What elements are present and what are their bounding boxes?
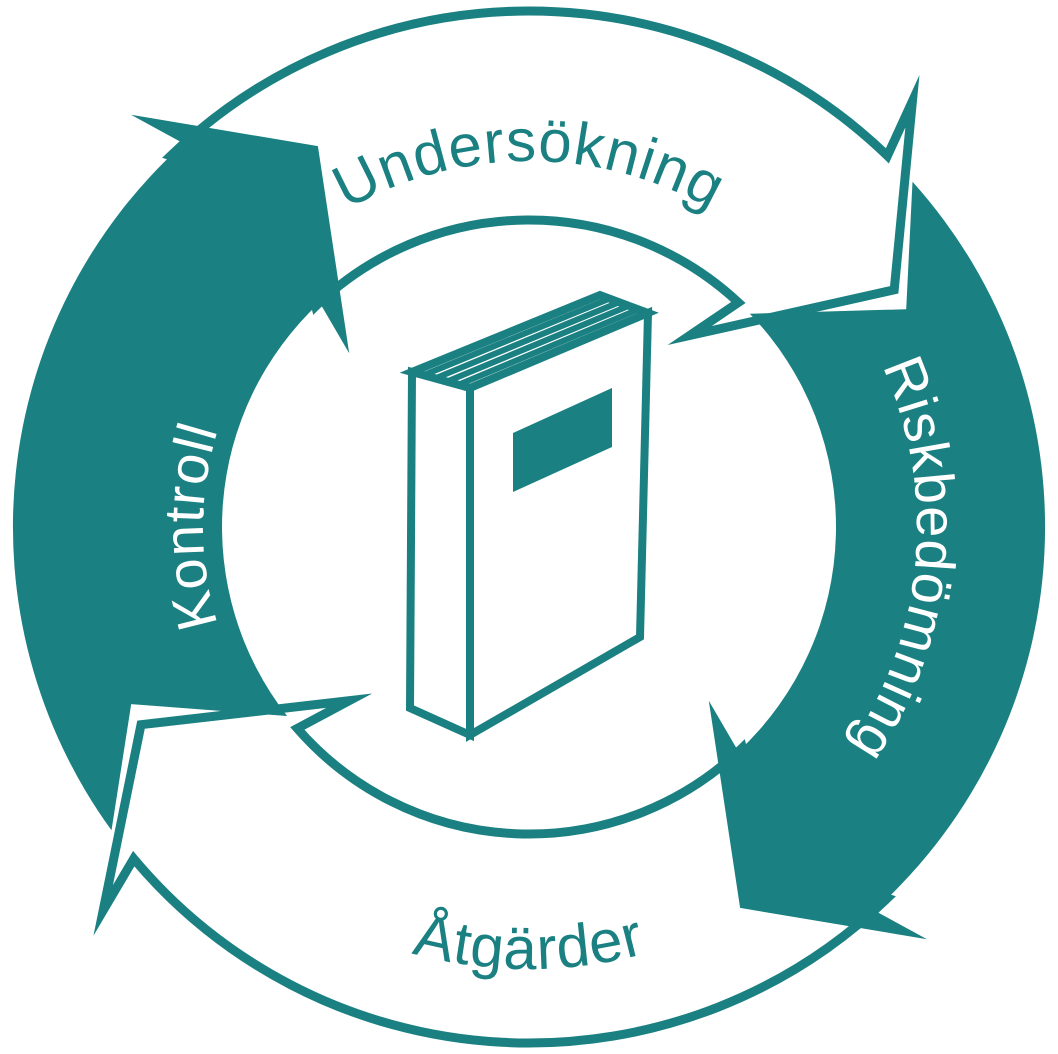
book-front-cover [466, 306, 653, 742]
arrow-segment-atgarder [93, 693, 896, 1048]
book-icon [399, 290, 659, 742]
arrow-segment-undersokning [162, 6, 920, 346]
book-spine [405, 366, 474, 742]
arrow-segment-kontroll [12, 114, 350, 831]
book-cover-label [513, 388, 612, 492]
book-page-edges [422, 295, 640, 388]
arrow-segment-riskbedomning [708, 181, 1046, 940]
